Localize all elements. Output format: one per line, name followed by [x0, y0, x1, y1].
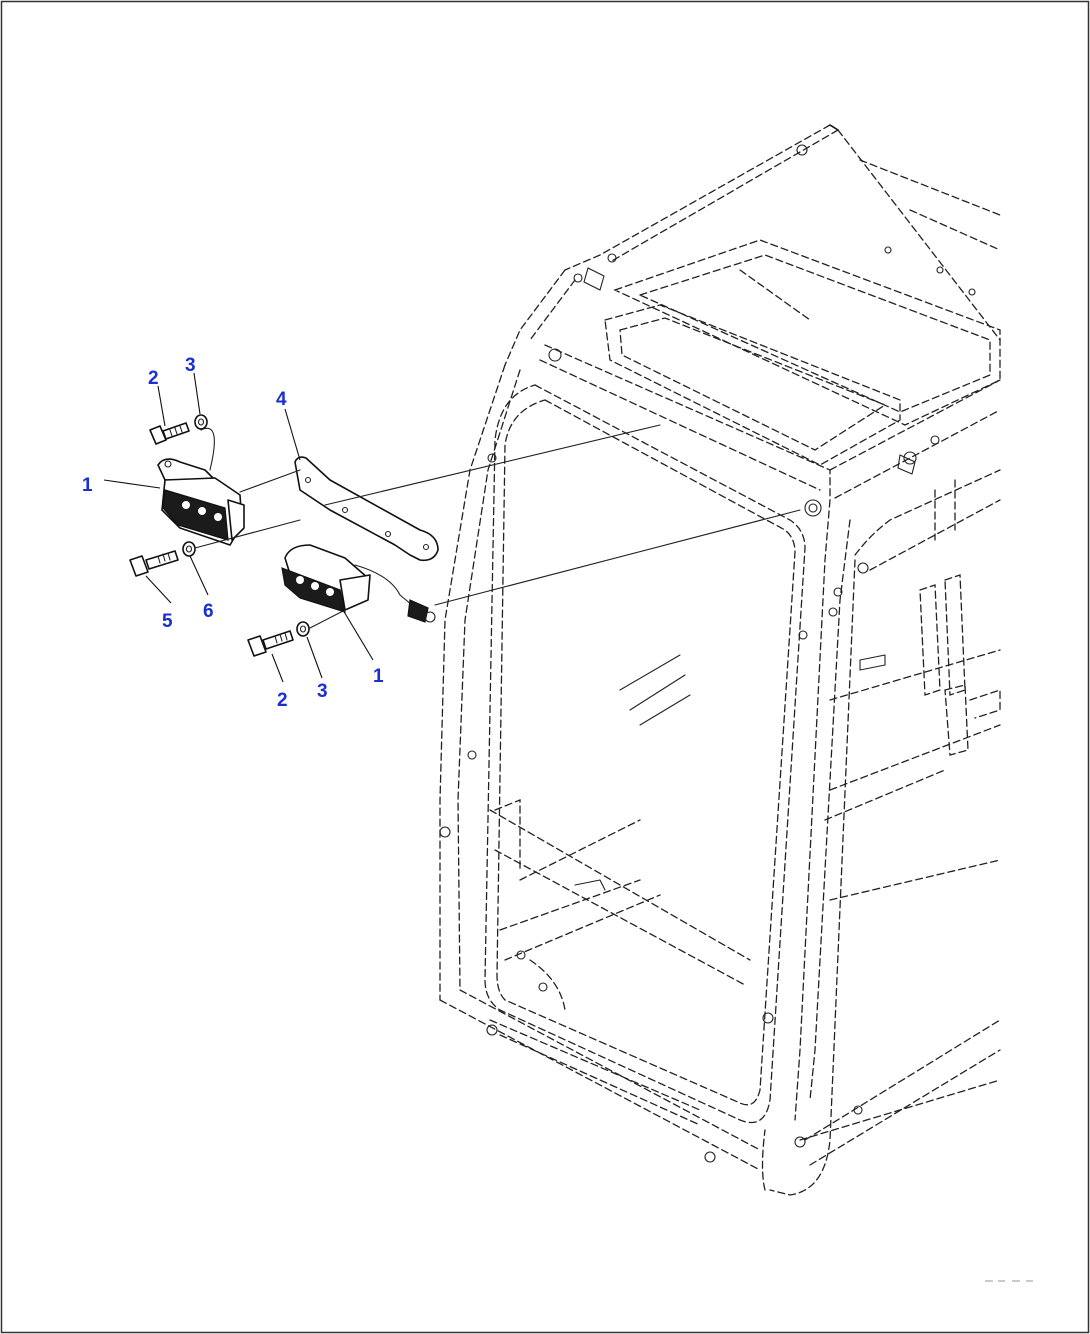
mounting-bracket	[294, 456, 439, 562]
callout-1-upper: 1	[82, 475, 93, 496]
callout-2-lower: 2	[277, 690, 288, 711]
bolt-5	[129, 550, 179, 577]
assembly-lines	[194, 424, 801, 629]
callout-4: 4	[276, 389, 287, 410]
washer-3-lower	[296, 621, 310, 637]
callout-6: 6	[203, 601, 214, 622]
lamp-upper	[157, 458, 245, 546]
frame-bolt-heads	[439, 144, 976, 1163]
bolt-2-upper	[149, 422, 190, 445]
callout-3-lower: 3	[317, 681, 328, 702]
washer-3-upper	[194, 414, 208, 430]
operator-cab-frame	[439, 124, 1001, 1196]
leader-lines	[103, 372, 374, 683]
callout-1-lower: 1	[373, 666, 384, 687]
callout-2-upper: 2	[148, 368, 159, 389]
bolt-2-lower	[247, 630, 294, 657]
washer-6	[182, 541, 196, 557]
callouts: 1 2 3 4 5 6 2 3 1	[82, 355, 384, 711]
callout-5: 5	[162, 611, 173, 632]
callout-3-upper: 3	[185, 355, 196, 376]
lamp-lower	[281, 544, 436, 623]
